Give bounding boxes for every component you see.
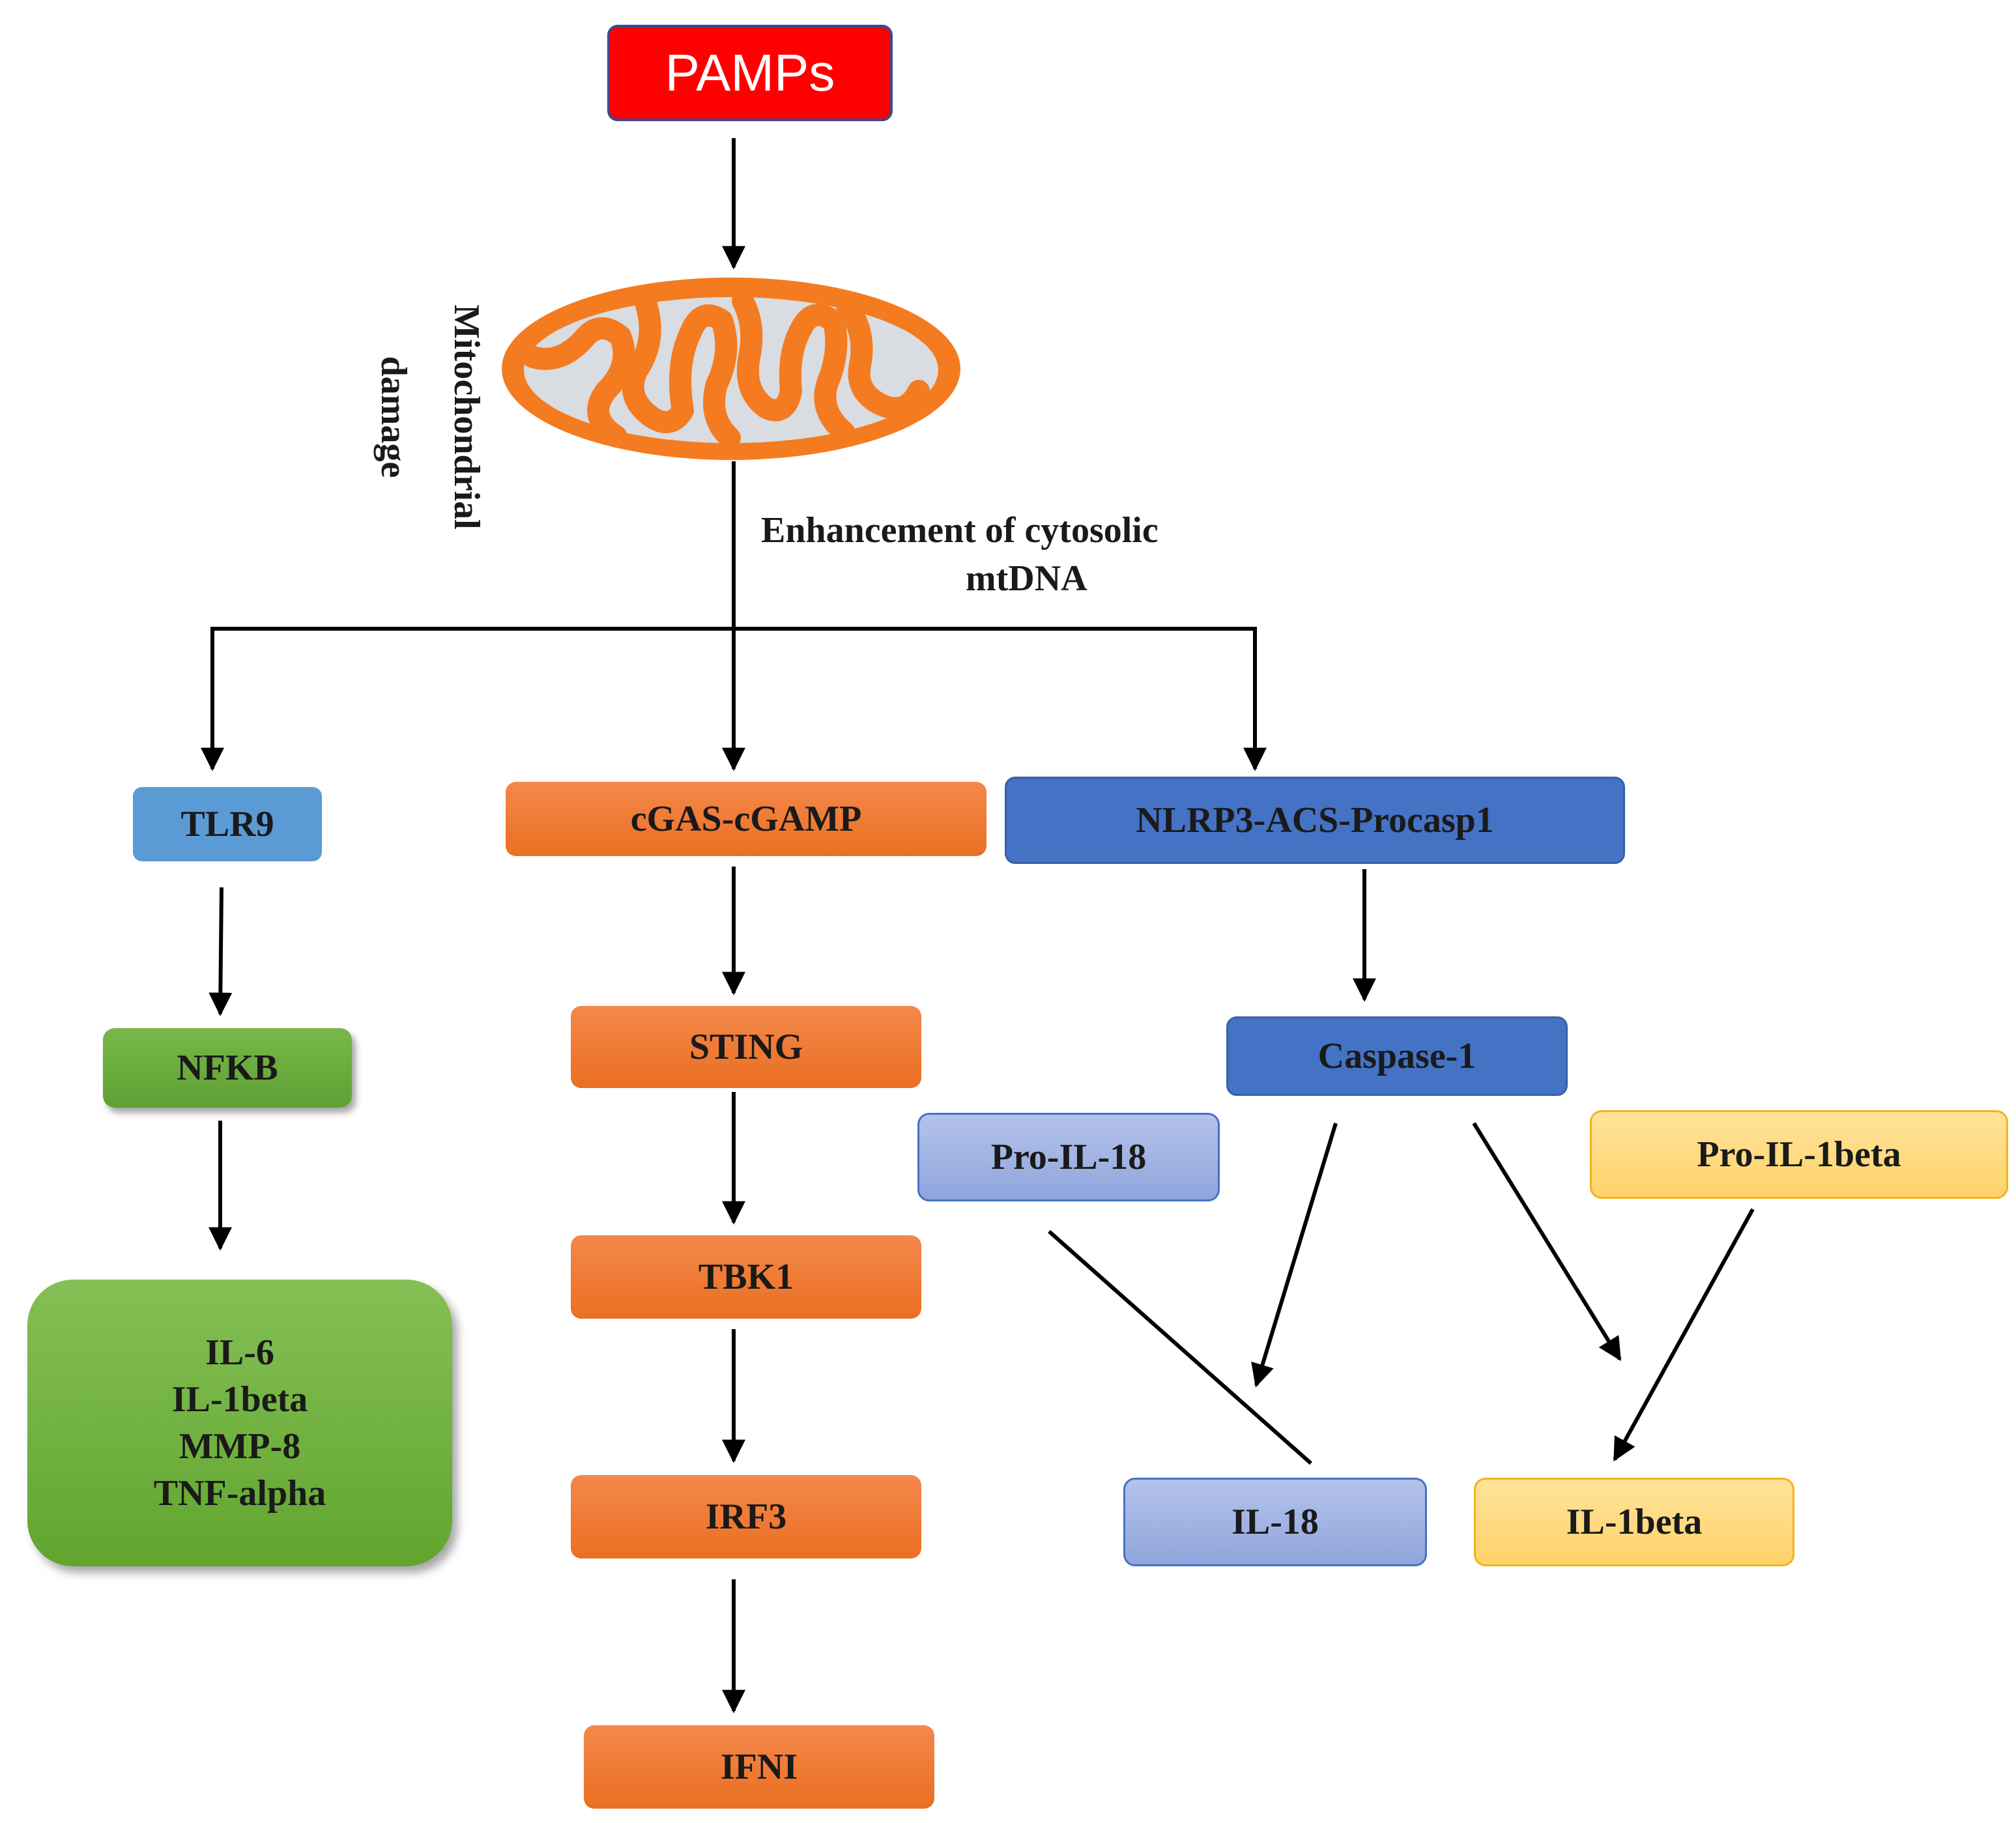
ifni-node: IFNI [584,1725,934,1809]
pro-il1beta-node: Pro-IL-1beta [1590,1110,2008,1199]
nlrp3-node: NLRP3-ACS-Procasp1 [1005,777,1625,864]
mitochondria-icon [502,278,960,460]
tlr9-node: TLR9 [133,787,322,861]
enhancement-label-line1: Enhancement of cytosolic [761,510,1159,551]
tbk1-node: TBK1 [571,1235,921,1319]
line-pro-il18-to-il18 [1048,1229,1312,1465]
mitochondrial-label-line2: damage [373,356,414,478]
arrow-pro-il1beta-to-il1beta [1613,1208,1755,1462]
cgas-cgamp-node: cGAS-cGAMP [506,782,986,856]
il1beta-node: IL-1beta [1474,1478,1794,1566]
cytokine-il6: IL-6 [205,1332,274,1373]
cytokines-node: IL-6 IL-1beta MMP-8 TNF-alpha [27,1280,452,1566]
arrow-tlr9-to-nfkb [209,887,233,1016]
pro-il18-node: Pro-IL-18 [917,1113,1220,1201]
arrow-caspase1-to-il18 [1251,1123,1338,1388]
sting-node: STING [571,1006,921,1088]
nfkb-node: NFKB [103,1028,352,1108]
cytokine-il1beta: IL-1beta [171,1379,308,1420]
mitochondrial-label-line1: Mitochondrial [446,304,487,530]
il18-node: IL-18 [1123,1478,1427,1566]
arrow-caspase1-to-il1beta [1472,1122,1622,1362]
enhancement-label-line2: mtDNA [966,558,1087,599]
caspase1-node: Caspase-1 [1226,1016,1568,1096]
cytokine-tnf-alpha: TNF-alpha [153,1473,326,1514]
pamps-node: PAMPs [607,25,893,121]
irf3-node: IRF3 [571,1475,921,1558]
cytokine-mmp8: MMP-8 [179,1426,301,1467]
